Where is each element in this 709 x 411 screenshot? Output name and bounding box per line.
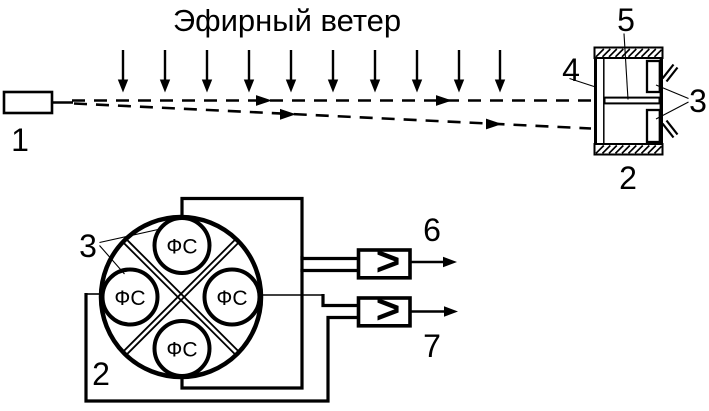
lower-beam	[73, 102, 592, 130]
label-detectors: 3	[689, 83, 707, 119]
output-arrowhead-top	[443, 256, 457, 268]
wire-left-sensor	[84, 293, 358, 403]
light-source: 1	[2, 90, 73, 158]
label-source: 1	[11, 122, 29, 158]
light-beams	[72, 95, 593, 130]
wire-slashes-upper	[661, 63, 679, 83]
wind-arrow	[285, 50, 297, 93]
wind-arrow	[243, 50, 255, 93]
chamber-top-band	[593, 46, 664, 59]
wind-arrows	[117, 50, 506, 93]
beam-arrowhead	[486, 118, 502, 130]
photosensor-bottom	[152, 319, 212, 378]
wind-arrow	[327, 50, 339, 93]
photosensor-top	[152, 216, 212, 275]
wind-arrow	[369, 50, 381, 93]
leader-disk-detectors-b	[99, 245, 125, 275]
wind-arrow	[453, 50, 465, 93]
leader-detectors-lower	[655, 101, 689, 120]
wire-slashes-lower	[661, 119, 679, 139]
photosensor-top-label: ФС	[166, 236, 197, 259]
amplifier-chevron-icon: >	[376, 237, 401, 284]
label-window: 4	[562, 52, 580, 88]
output-arrowhead-bottom	[444, 306, 458, 317]
wind-arrow	[494, 50, 506, 93]
wire-top-sensor	[180, 196, 358, 261]
label-disk: 2	[92, 356, 110, 392]
partition	[603, 96, 661, 105]
beam-arrowhead	[436, 95, 452, 106]
leader-window	[569, 77, 595, 88]
leader-detectors-upper	[655, 84, 689, 100]
sensor-disk: ФС ФС ФС ФС 3 2	[79, 214, 264, 392]
hatching-top	[595, 48, 663, 58]
photodetector-upper	[645, 59, 661, 94]
photosensor-right-label: ФС	[216, 287, 247, 310]
amplifier-top: > 6	[356, 212, 457, 284]
light-source-box	[2, 90, 54, 115]
label-output-top: 6	[423, 212, 441, 248]
wire-right-sensor	[321, 294, 358, 308]
disk-cross-partitions	[122, 238, 240, 356]
diagram-title: Эфирный ветер	[173, 3, 401, 38]
photosensor-right	[202, 267, 262, 327]
wind-arrow	[117, 50, 129, 93]
hatching-bottom	[595, 144, 663, 154]
beam-arrowhead	[280, 108, 296, 120]
amplifier-bottom: > 7	[356, 285, 458, 364]
photosensor-left	[100, 267, 160, 327]
chamber-bottom-band	[593, 143, 664, 156]
leader-disk-detectors-a	[99, 227, 163, 244]
wiring	[84, 196, 358, 403]
label-disk-detectors: 3	[79, 228, 97, 264]
label-chamber: 2	[619, 160, 637, 196]
amplifier-chevron-icon: >	[376, 285, 401, 332]
photosensor-bottom-label: ФС	[166, 339, 197, 362]
photodetector-lower	[645, 108, 661, 144]
wind-arrow	[159, 50, 171, 93]
wind-arrow	[411, 50, 423, 93]
amplifier-top-box	[356, 248, 412, 280]
beam-arrowhead	[256, 95, 272, 106]
label-output-bottom: 7	[423, 328, 441, 364]
wind-arrow	[201, 50, 213, 93]
label-partition: 5	[617, 2, 635, 38]
wire-bottom-sensor	[180, 268, 358, 390]
detector-chamber: 4 5 3 2	[562, 2, 707, 196]
photosensor-left-label: ФС	[114, 287, 145, 310]
leader-partition	[623, 33, 629, 100]
